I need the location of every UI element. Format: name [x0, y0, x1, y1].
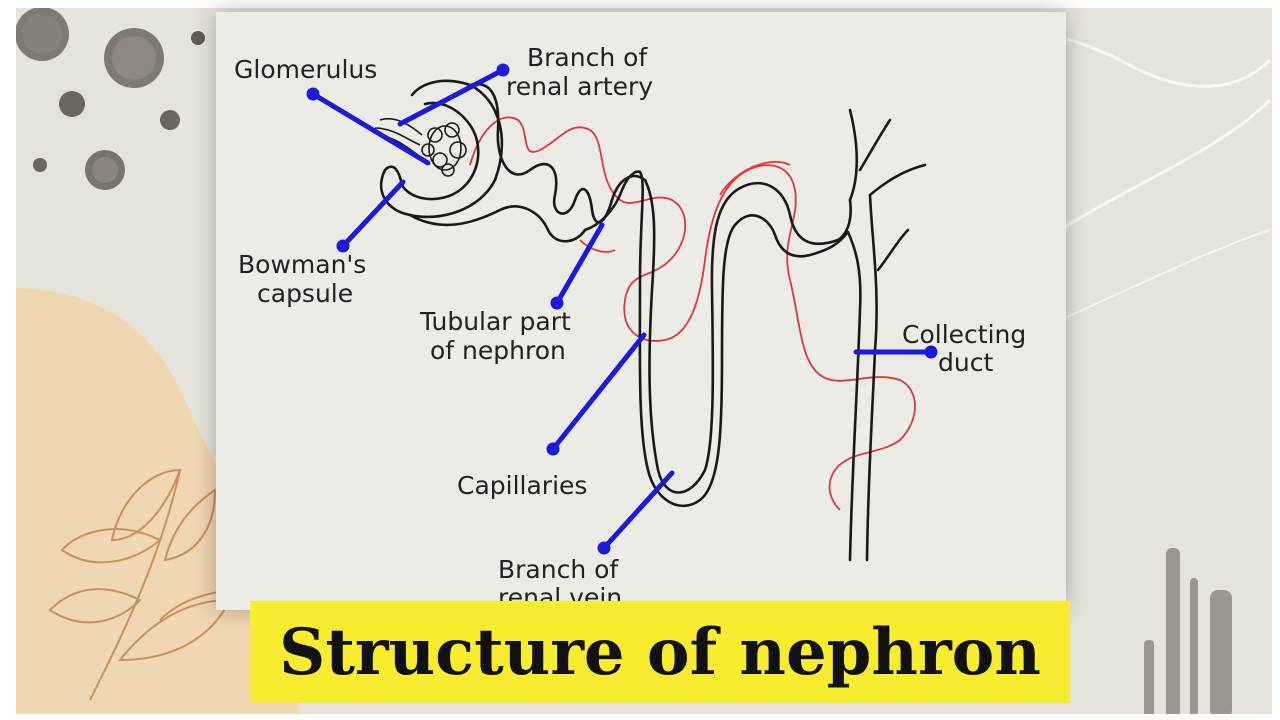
label-collecting-line1: Collecting — [902, 320, 1027, 349]
title-banner: Structure of nephron — [250, 601, 1070, 703]
label-tubular-line1: Tubular part — [420, 307, 571, 336]
capillary-network — [469, 116, 916, 511]
label-bowmans-line2: capsule — [257, 279, 354, 308]
label-tubular-line2: of nephron — [430, 336, 566, 365]
label-glomerulus: Glomerulus — [234, 55, 378, 84]
label-capillaries: Capillaries — [457, 471, 588, 500]
vertical-bars-icon — [1144, 548, 1232, 714]
dot-pattern-icon — [16, 8, 205, 190]
label-branch-vein-line1: Branch of — [498, 555, 619, 584]
label-bowmans-line1: Bowman's — [238, 250, 367, 279]
label-branch-artery-line1: Branch of — [527, 43, 648, 72]
page-title: Structure of nephron — [279, 614, 1041, 690]
label-branch-artery-line2: renal artery — [506, 72, 654, 101]
label-branch-vein-line2: renal vein — [498, 584, 623, 601]
label-collecting-line2: duct — [938, 348, 994, 377]
pointer-lines — [306, 63, 938, 555]
